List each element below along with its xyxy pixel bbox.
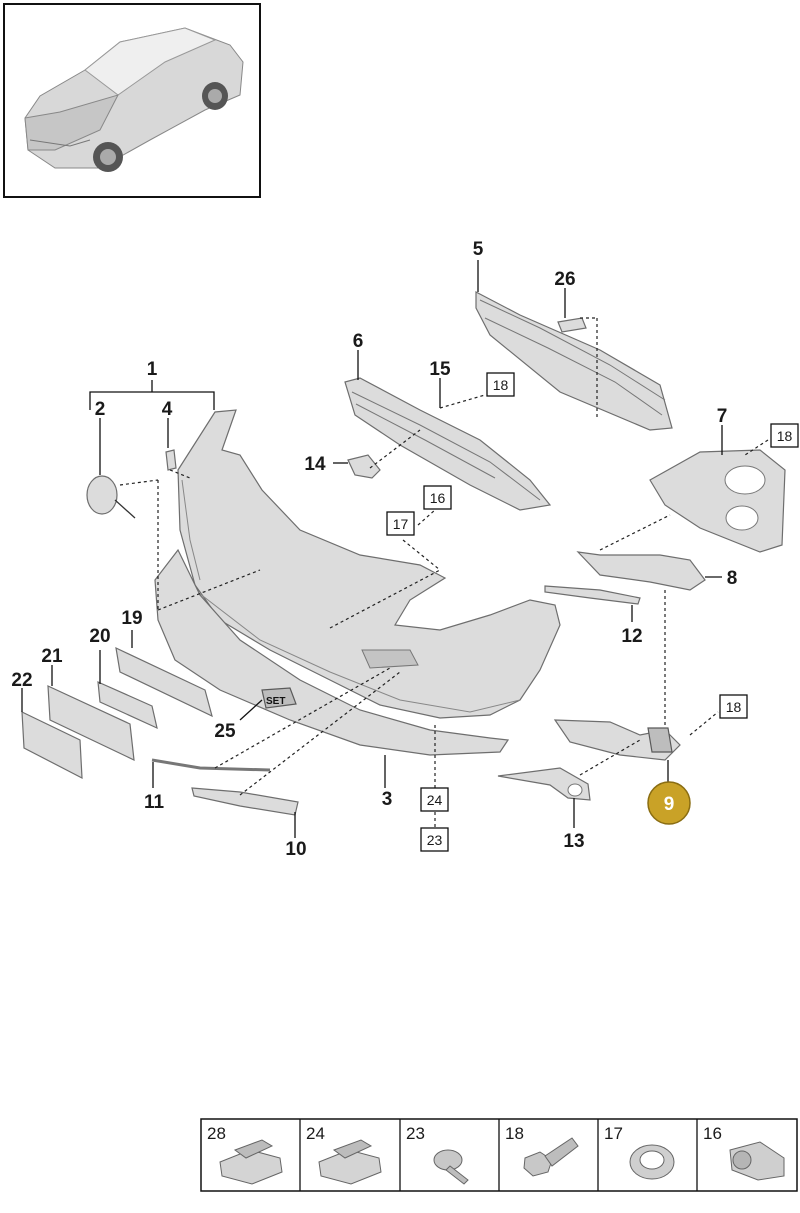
callout-19: 19 (121, 608, 142, 629)
part-6-grille (344, 377, 552, 511)
callout-6: 6 (353, 331, 364, 352)
svg-text:18: 18 (493, 377, 509, 393)
fastener-legend: 28 24 23 18 (200, 1118, 798, 1192)
svg-text:16: 16 (430, 490, 446, 506)
sensor-icon (729, 1141, 785, 1181)
svg-text:23: 23 (427, 832, 443, 848)
callout-25: 25 (214, 721, 236, 742)
svg-text:23: 23 (406, 1124, 425, 1143)
callout-9: 9 (664, 794, 675, 815)
boxed-ref-18-top: 18 (486, 372, 515, 397)
svg-text:17: 17 (604, 1124, 623, 1143)
ring-seal-icon (629, 1144, 675, 1180)
boxed-ref-18-lower: 18 (719, 694, 748, 719)
svg-text:17: 17 (393, 516, 409, 532)
boxed-refs: 18 18 18 16 17 24 23 (386, 372, 799, 852)
callout-10: 10 (285, 839, 306, 860)
svg-text:18: 18 (505, 1124, 524, 1143)
part-4-insert (165, 449, 177, 471)
callout-20: 20 (89, 626, 110, 647)
callout-22: 22 (11, 670, 32, 691)
boxed-ref-24: 24 (420, 787, 449, 812)
callout-2: 2 (95, 399, 106, 420)
part-10-lower-trim (191, 787, 299, 816)
callouts: 1 2 3 4 5 6 7 8 10 11 12 13 14 15 19 20 … (11, 239, 737, 860)
part-19-plate (115, 646, 213, 718)
part-22-plate (21, 711, 83, 780)
callout-12: 12 (621, 626, 642, 647)
car-image (24, 27, 244, 172)
svg-text:18: 18 (777, 428, 793, 444)
part-21-plate (47, 685, 135, 762)
legend-item-24: 24 (306, 1124, 382, 1185)
boxed-ref-18-right: 18 (770, 423, 799, 448)
legend-item-28: 28 (207, 1124, 283, 1185)
callout-3: 3 (382, 789, 393, 810)
leader-lines (21, 260, 723, 838)
svg-text:24: 24 (427, 792, 443, 808)
set-label: SET (266, 696, 285, 707)
highlight-part-9[interactable]: 9 (647, 781, 691, 825)
part-7-headlight-frame (649, 449, 786, 553)
legend-item-17: 17 (604, 1124, 675, 1180)
part-3-lower-spoiler (154, 548, 510, 756)
callout-5: 5 (473, 239, 484, 260)
part-14-bracket (347, 454, 381, 479)
clip-nut-icon (318, 1139, 382, 1185)
part-5-upper-grille (475, 291, 673, 431)
part-13-bracket (497, 767, 591, 801)
svg-text:24: 24 (306, 1124, 325, 1143)
boxed-ref-23: 23 (420, 827, 449, 852)
part-12-strip (544, 585, 641, 605)
callout-13: 13 (563, 831, 584, 852)
callout-7: 7 (717, 406, 728, 427)
dashed-guides (119, 317, 769, 830)
part-3-bumper-cover (177, 409, 561, 719)
svg-text:18: 18 (726, 699, 742, 715)
svg-text:16: 16 (703, 1124, 722, 1143)
part-11-strip (151, 758, 271, 772)
part-25-set-kit: SET (261, 687, 297, 709)
legend-item-18: 18 (505, 1124, 579, 1177)
part-9-fog-surround (553, 719, 681, 761)
highlight-circle (647, 781, 691, 825)
vehicle-thumbnail (3, 3, 261, 198)
hex-bolt-icon (523, 1137, 579, 1177)
callout-4: 4 (162, 399, 173, 420)
svg-text:28: 28 (207, 1124, 226, 1143)
part-20-plate (97, 681, 158, 730)
callout-1: 1 (147, 359, 158, 380)
part-26-clip (557, 317, 587, 333)
clip-nut-icon (219, 1139, 283, 1185)
flange-screw-icon (433, 1149, 469, 1185)
part-8-side-trim (576, 551, 706, 591)
legend-item-16: 16 (703, 1124, 785, 1181)
callout-8: 8 (727, 568, 738, 589)
callout-11: 11 (144, 792, 165, 813)
legend-item-23: 23 (406, 1124, 469, 1185)
callout-21: 21 (41, 646, 63, 667)
callout-14: 14 (304, 454, 326, 475)
boxed-ref-17: 17 (386, 511, 415, 536)
callout-26: 26 (554, 269, 575, 290)
part-2-tow-cap (86, 475, 136, 519)
boxed-ref-16: 16 (423, 485, 452, 510)
callout-15: 15 (429, 359, 451, 380)
